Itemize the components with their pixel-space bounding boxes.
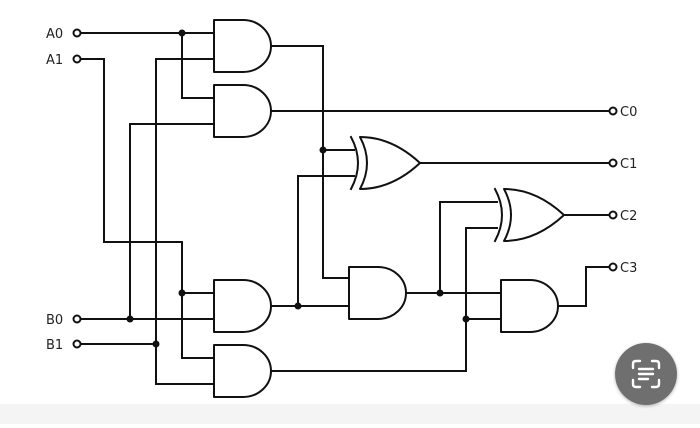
output-pin-c0 <box>608 106 618 116</box>
junction-dot <box>462 315 470 323</box>
and-gate-1 <box>213 19 272 73</box>
output-label-c3: C3 <box>620 261 637 276</box>
junction-dot <box>436 289 444 297</box>
output-pin-c1 <box>608 158 618 168</box>
output-label-c2: C2 <box>620 209 637 224</box>
wires <box>79 32 611 385</box>
input-pin-a1 <box>72 54 82 64</box>
wire-and1-to-and5 <box>322 149 350 279</box>
wire-b1-trunk <box>155 58 215 385</box>
xor-gate-1-back-curve <box>349 135 359 191</box>
junction-dot <box>319 146 327 154</box>
input-label-a1: A1 <box>46 53 63 68</box>
pins <box>72 28 618 349</box>
junction-dot <box>178 29 186 37</box>
input-label-b0: B0 <box>46 313 63 328</box>
junction-dot <box>126 315 134 323</box>
input-pin-b0 <box>72 314 82 324</box>
xor-gate-1 <box>359 136 421 190</box>
junctions <box>126 29 470 348</box>
xor-gate-2-back-curve <box>493 187 503 243</box>
and-gate-2 <box>213 84 272 138</box>
wire-and4-out <box>270 227 498 372</box>
and-gate-3 <box>213 279 272 333</box>
input-pin-a0 <box>72 28 82 38</box>
bottom-strip <box>0 404 700 424</box>
wire-and1-out <box>270 45 355 151</box>
and-gate-5 <box>348 266 407 320</box>
labels: A0 A1 B0 B1 C0 C1 C2 C3 <box>46 27 637 353</box>
junction-dot <box>152 340 160 348</box>
xor-gates <box>349 135 565 243</box>
output-label-c0: C0 <box>620 105 637 120</box>
and-gate-4 <box>213 344 272 398</box>
wire-and6-out <box>557 266 611 307</box>
junction-dot <box>178 289 186 297</box>
text-scan-icon <box>631 359 661 389</box>
wire-and3-to-xor1 <box>297 175 355 307</box>
wire-a1 <box>79 58 215 294</box>
and-gates <box>213 19 559 398</box>
output-pin-c3 <box>608 262 618 272</box>
wire-a0-branch <box>181 32 215 99</box>
junction-dot <box>294 302 302 310</box>
input-label-a0: A0 <box>46 27 63 42</box>
input-label-b1: B1 <box>46 338 63 353</box>
output-pin-c2 <box>608 210 618 220</box>
wire-a1-to-and4 <box>181 292 215 359</box>
xor-gate-2 <box>503 188 565 242</box>
output-label-c1: C1 <box>620 157 637 172</box>
and-gate-6 <box>500 279 559 333</box>
wire-and5-to-xor2 <box>439 201 498 294</box>
text-scan-button[interactable] <box>615 343 677 405</box>
input-pin-b1 <box>72 339 82 349</box>
wire-b0-branch <box>129 123 215 320</box>
